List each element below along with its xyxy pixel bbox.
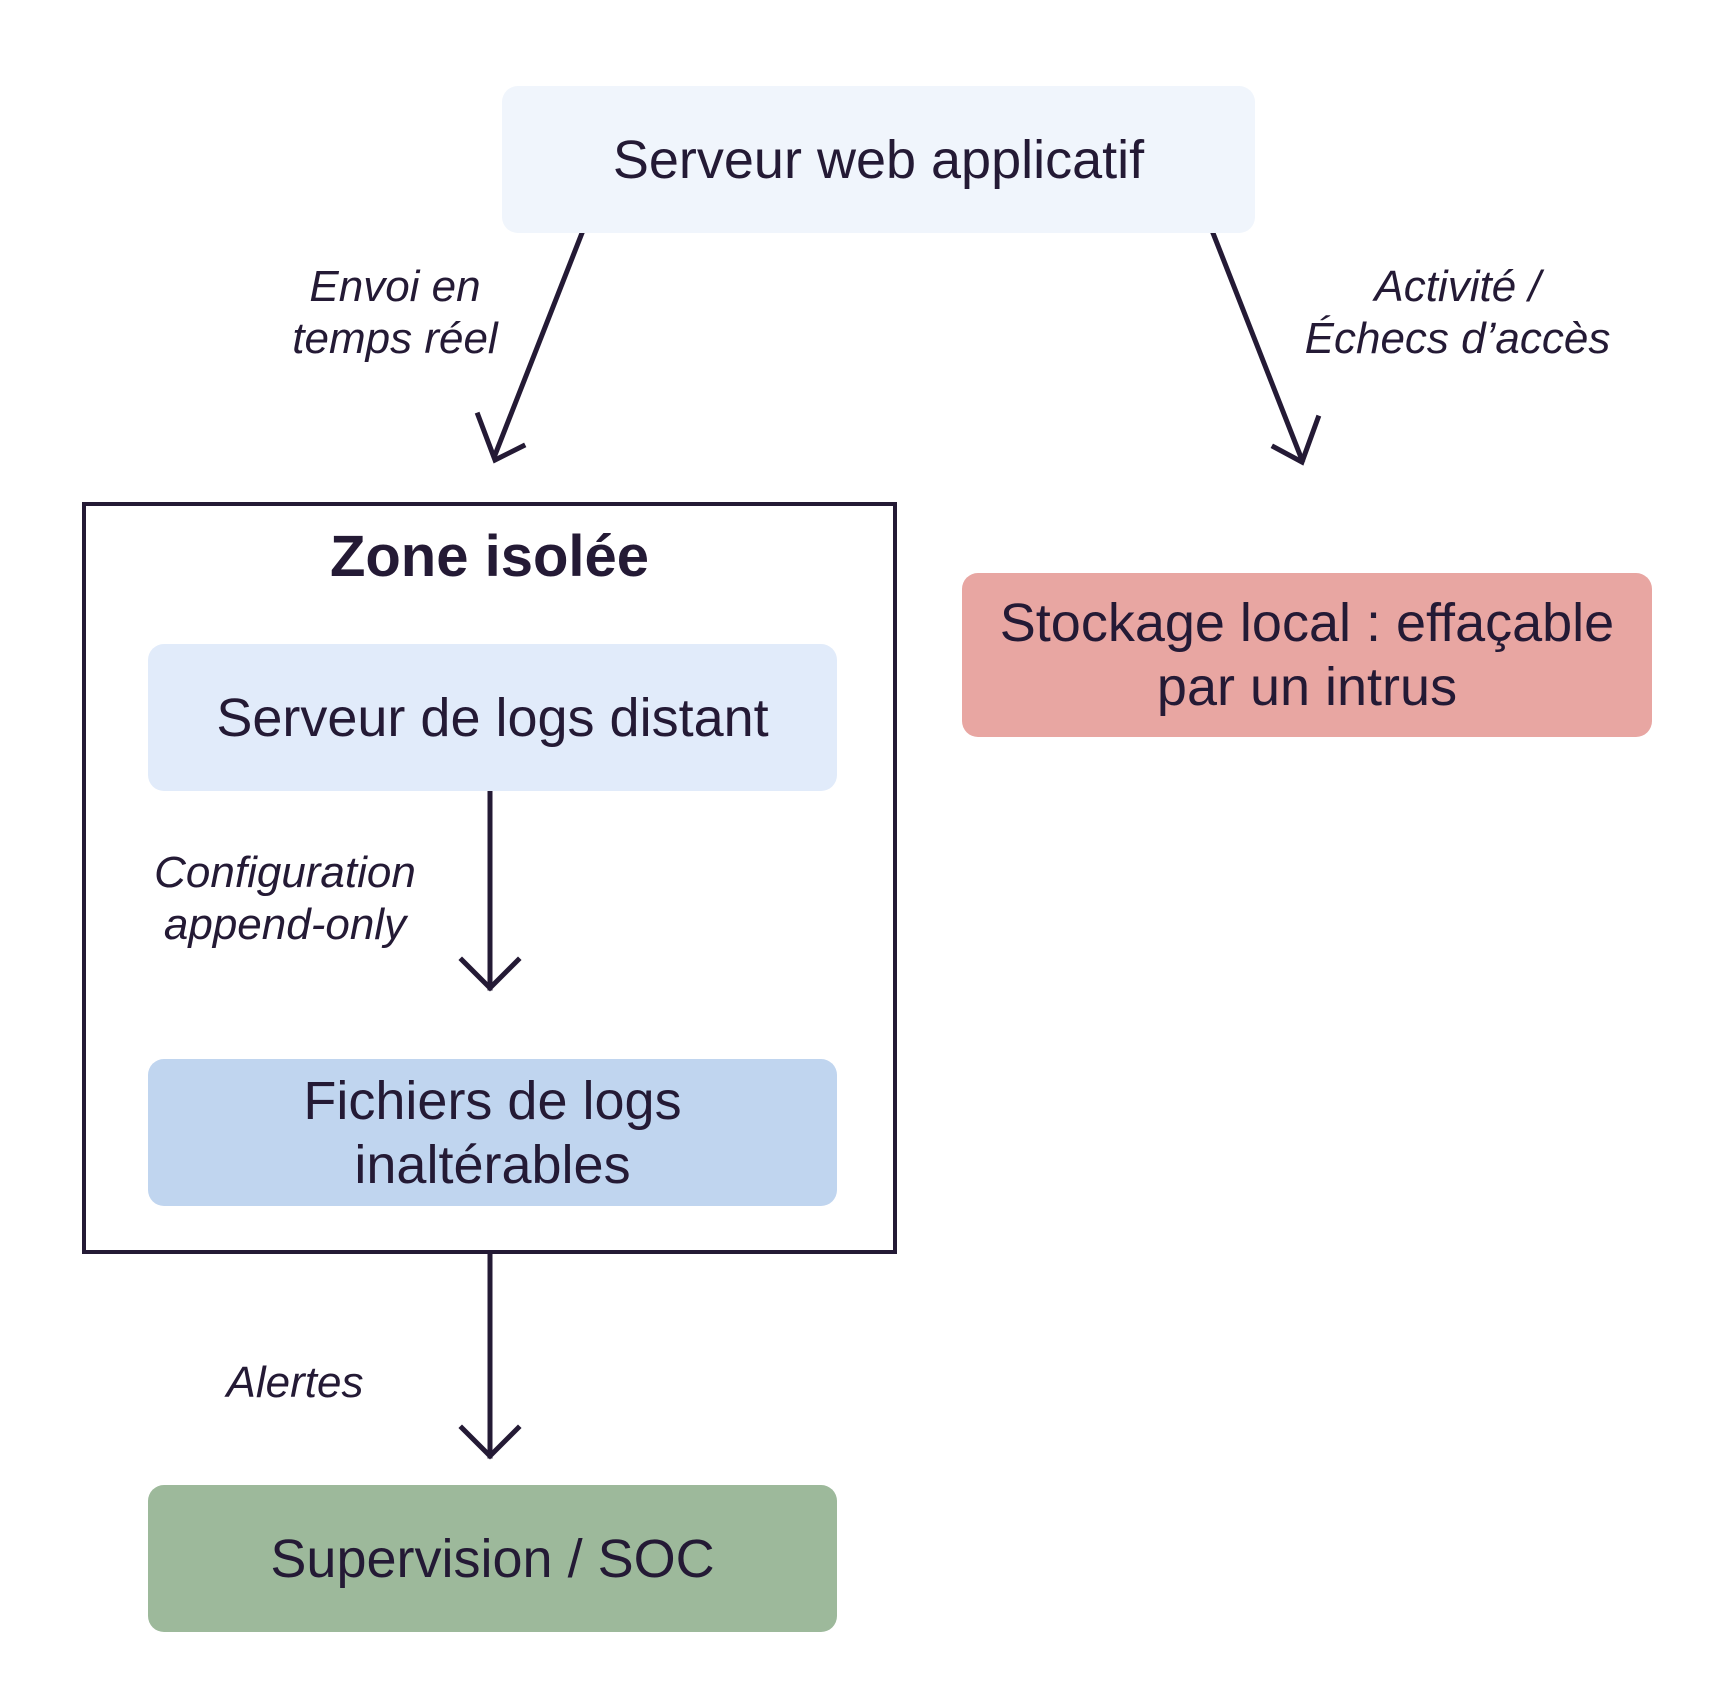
edge-activity-line <box>1209 229 1306 464</box>
edge-append-only-arrowhead <box>458 956 522 992</box>
isolated-zone <box>82 502 897 1254</box>
log-files-node: Fichiers de logs inaltérables <box>148 1059 837 1206</box>
edge-activity-arrowhead <box>1270 414 1322 466</box>
edge-realtime-line <box>491 229 586 459</box>
local-storage-node: Stockage local : effaçable par un intrus <box>962 573 1652 737</box>
soc-node: Supervision / SOC <box>148 1485 837 1632</box>
edge-append-only-label: Configuration append-only <box>154 848 416 949</box>
edge-alerts-label: Alertes <box>226 1358 364 1407</box>
edge-alerts-arrowhead <box>458 1424 522 1460</box>
edge-realtime-arrowhead <box>474 411 527 464</box>
web-server-node: Serveur web applicatif <box>502 86 1255 233</box>
edge-activity-label: Activité / Échecs d’accès <box>1304 262 1611 363</box>
edge-realtime-label: Envoi en temps réel <box>292 262 498 363</box>
isolated-zone-title: Zone isolée <box>329 524 650 589</box>
log-server-node: Serveur de logs distant <box>148 644 837 791</box>
